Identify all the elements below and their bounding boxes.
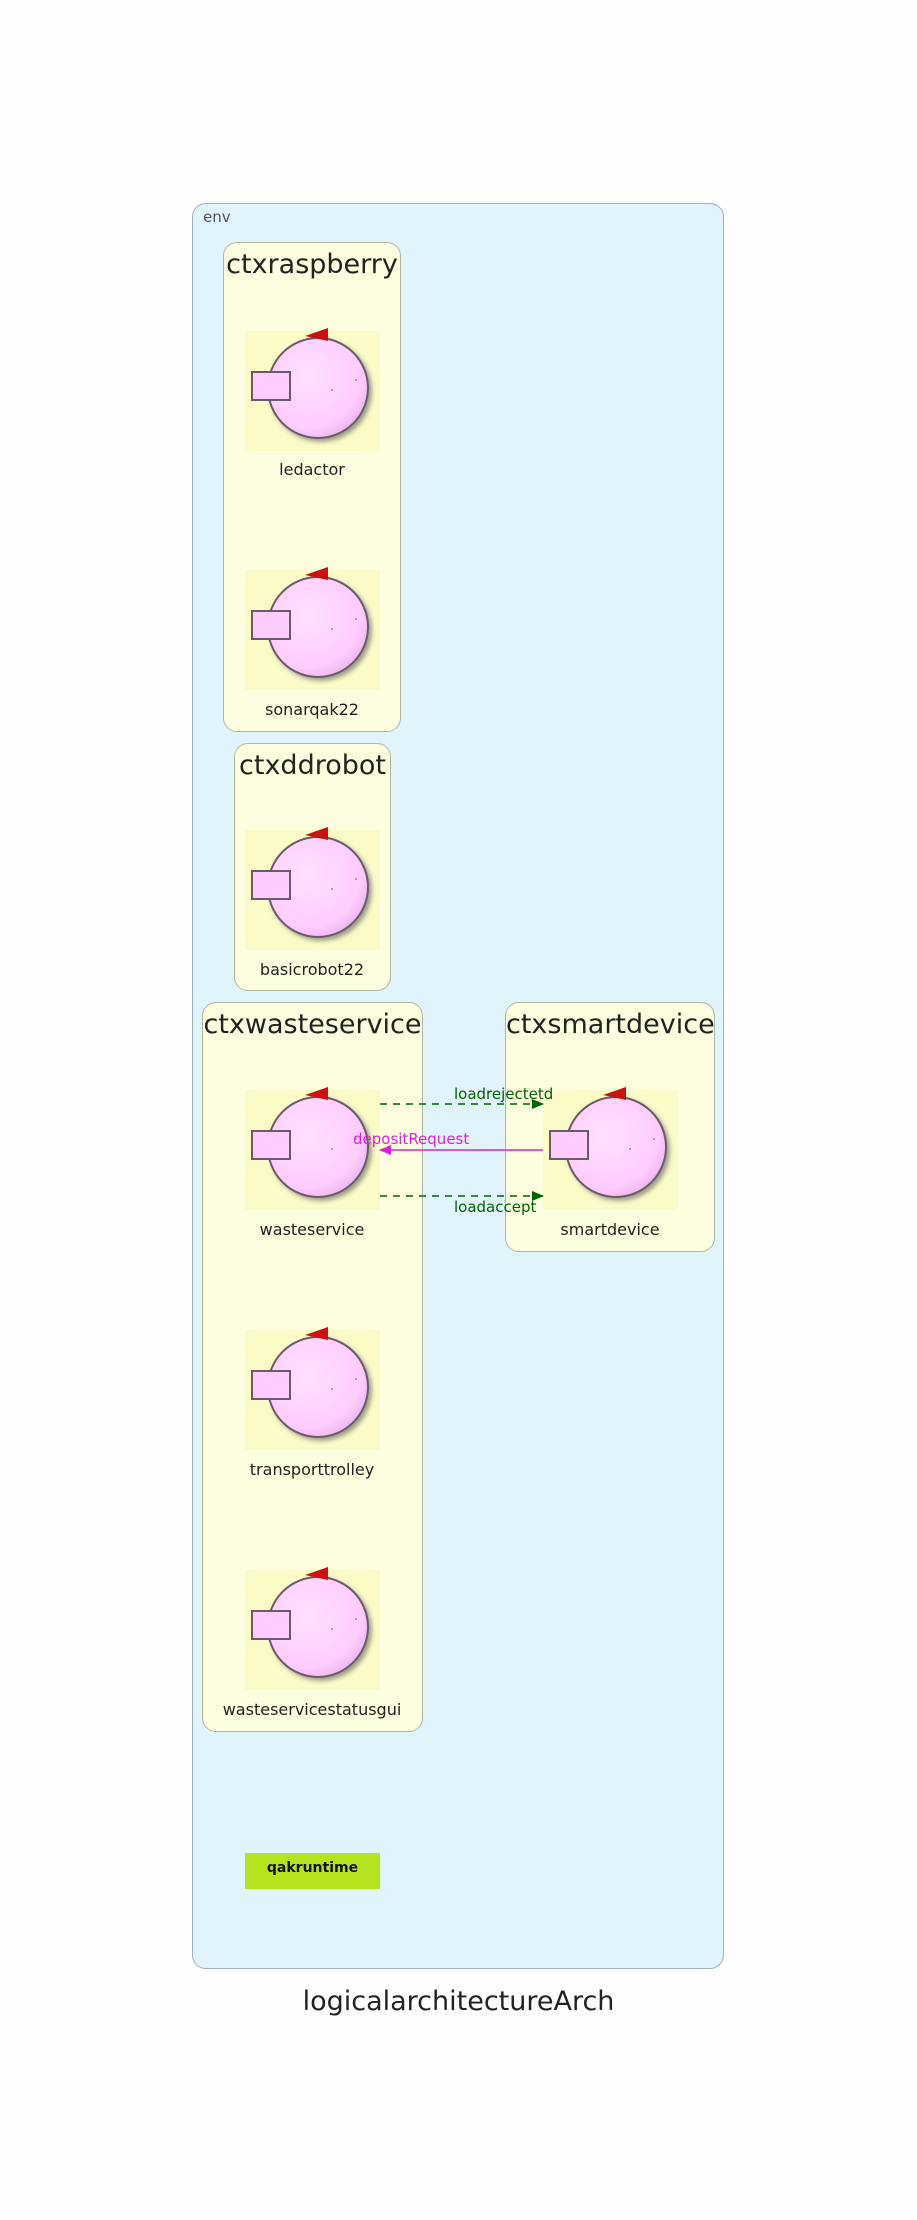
actor-name-smartdevice: smartdevice	[560, 1220, 660, 1239]
actor-name-sonarqak22: sonarqak22	[265, 700, 359, 719]
actor-bg-basicrobot22	[245, 830, 380, 950]
actor-bg-ledactor	[245, 331, 380, 451]
diagram-title: logicalarchitectureArch	[302, 1986, 615, 2017]
actor-name-ledactor: ledactor	[279, 460, 345, 479]
actor-bg-smartdevice	[543, 1090, 678, 1210]
actor-bg-transporttrolley	[245, 1330, 380, 1450]
message-label-depositRequest: depositRequest	[353, 1130, 470, 1148]
actor-bg-wasteservice	[245, 1090, 380, 1210]
context-title: ctxraspberry	[226, 249, 398, 280]
actor-bg-sonarqak22	[245, 570, 380, 690]
context-title: ctxddrobot	[239, 750, 386, 781]
message-label-loadaccept: loadaccept	[454, 1198, 537, 1216]
actor-name-basicrobot22: basicrobot22	[259, 960, 365, 979]
actor-name-wasteservice: wasteservice	[259, 1220, 365, 1239]
context-title: ctxwasteservice	[203, 1009, 422, 1040]
env-label: env	[203, 208, 231, 226]
actor-name-wasteservicestatusgui: wasteservicestatusgui	[222, 1700, 402, 1719]
message-label-loadrejected: loadrejectetd	[454, 1085, 554, 1103]
context-title: ctxsmartdevice	[506, 1009, 715, 1040]
runtime-badge: qakruntime	[245, 1853, 380, 1889]
actor-bg-wasteservicestatusgui	[245, 1570, 380, 1690]
actor-name-transporttrolley: transporttrolley	[249, 1460, 375, 1479]
